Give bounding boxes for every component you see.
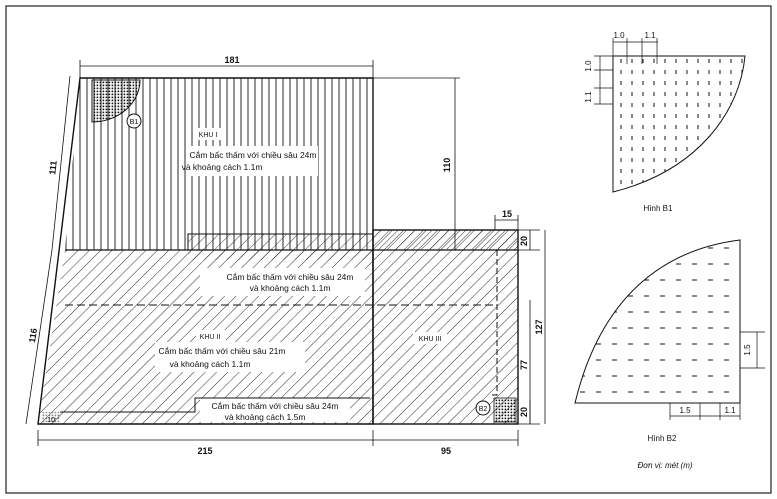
b1-dim-v1: 1.0 <box>584 60 593 72</box>
overlap-band <box>188 234 373 260</box>
b2-dim-h2: 1.1 <box>724 406 736 415</box>
annotation-zone1-line1: Cắm bấc thấm với chiều sâu 24m <box>190 150 317 160</box>
svg-text:B1: B1 <box>130 119 139 126</box>
dimension-lines <box>25 60 546 446</box>
dim-top-181: 181 <box>224 55 239 65</box>
b1-dim-h1: 1.0 <box>613 31 625 40</box>
annotation-zone2-line1: Cắm bấc thấm với chiều sâu 24m <box>227 272 354 282</box>
b1-dim-h2: 1.1 <box>644 31 656 40</box>
zone-1-label: KHU I <box>199 132 218 139</box>
dim-77: 77 <box>519 360 529 370</box>
marker-b2[interactable]: B2 <box>475 400 491 416</box>
dim-110: 110 <box>442 158 452 173</box>
dim-left-111: 111 <box>47 160 58 175</box>
b2-caption: Hình B2 <box>648 434 677 443</box>
b1-caption: Hình B1 <box>644 204 673 213</box>
inner-dashed-boundary <box>380 249 498 396</box>
b2-dim-v: 1.5 <box>743 344 752 356</box>
overlap-outline <box>187 233 373 250</box>
dim-215: 215 <box>197 446 212 456</box>
dim-right-20-top: 20 <box>519 236 529 246</box>
annotation-zone2-line2: và khoảng cách 1.1m <box>250 283 331 293</box>
dim-127: 127 <box>534 319 544 334</box>
annotation-zone1-line2: và khoảng cách 1.1m <box>182 162 263 172</box>
zone-3-area <box>373 230 518 424</box>
detail-b2: 1.5 1.5 1.1 Hình B2 <box>574 239 765 443</box>
dim-15: 15 <box>502 209 512 219</box>
drawing-frame <box>5 5 772 494</box>
marker-b1[interactable]: B1 <box>126 113 142 129</box>
annotation-zone4-line1: Cắm bấc thấm với chiều sâu 24m <box>212 401 339 411</box>
annotation-zone4-line2: và khoảng cách 1.5m <box>225 412 306 422</box>
zone-1-area <box>65 78 373 250</box>
dim-left-116: 116 <box>27 328 39 344</box>
annotation-zone3-line1: Cắm bấc thấm với chiều sâu 21m <box>159 346 286 356</box>
zone-3-boundary <box>372 229 519 425</box>
corner-bottom-left <box>42 412 60 424</box>
b1-dim-v2: 1.1 <box>584 91 593 103</box>
corner-b2-detail <box>493 397 517 423</box>
annotation-zone3-line2: và khoảng cách 1.1m <box>170 359 251 369</box>
dim-95: 95 <box>441 446 451 456</box>
bottom-strip-outline <box>60 397 370 413</box>
zone-2-area <box>38 250 373 424</box>
unit-note: Đơn vị: mét (m) <box>637 461 692 470</box>
b2-dim-h1: 1.5 <box>679 406 691 415</box>
dim-10: 10 <box>47 417 55 424</box>
zone-3-label: KHU III <box>419 336 442 343</box>
zone-2-label: KHU II <box>200 334 221 341</box>
detail-b1: 1.0 1.1 1.0 1.1 Hình B1 <box>584 31 746 213</box>
svg-text:B2: B2 <box>479 406 488 413</box>
corner-b1-detail <box>91 79 141 123</box>
dim-right-20-bottom: 20 <box>519 407 529 417</box>
